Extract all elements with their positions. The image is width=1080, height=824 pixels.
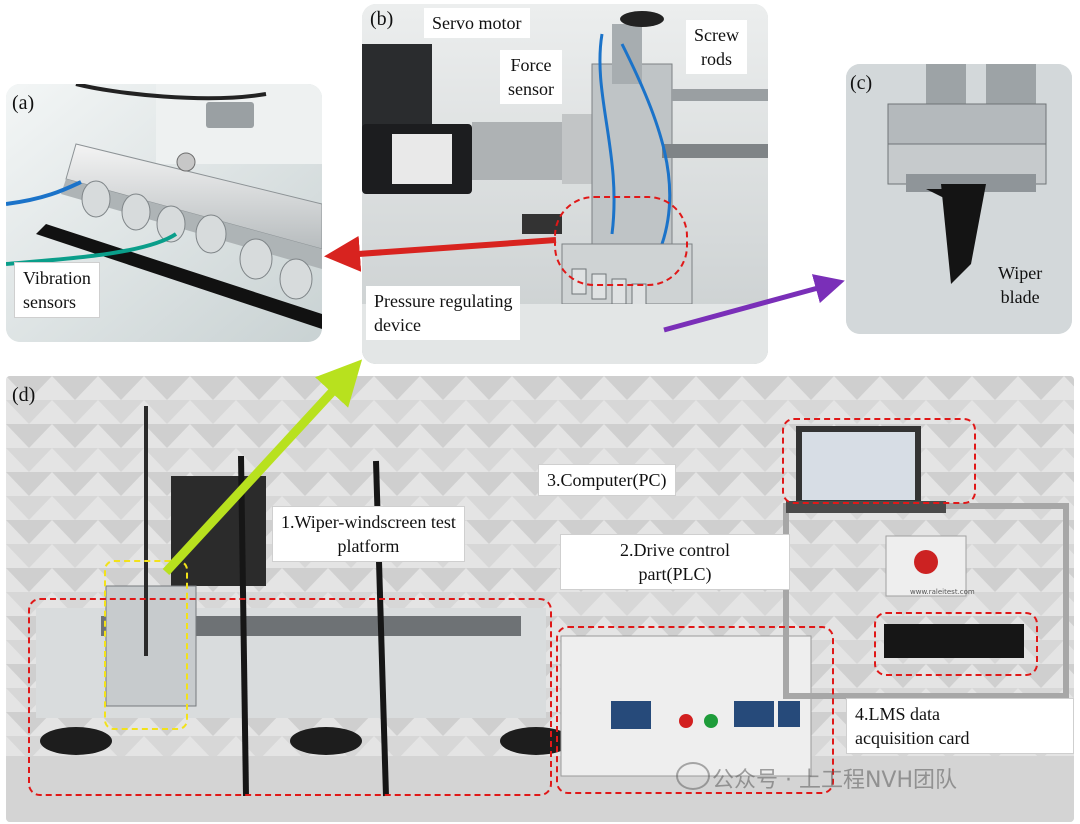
vibration-sensor-scene [6,84,322,342]
website-label: www.raleitest.com [910,588,975,596]
panel-b-label: (b) [370,8,394,30]
vibration-sensors-callout: Vibration sensors [14,262,100,318]
computer-highlight [782,418,976,504]
drive-control-callout: 2.Drive control part(PLC) [560,534,790,590]
panel-c-photo [846,64,1072,334]
servo-motor-callout: Servo motor [424,8,530,38]
panel-a-label: (a) [12,92,35,114]
test-platform-callout: 1.Wiper-windscreen test platform [272,506,465,562]
panel-c-label: (c) [850,72,873,94]
watermark-text: 公众号 · 上工程NVH团队 [712,768,958,793]
panel-a-photo [6,84,322,342]
force-sensor-callout: Force sensor [500,50,562,104]
rig-head-highlight [104,560,188,730]
wiper-blade-closeup [846,64,1072,334]
drive-control-highlight [556,626,834,794]
screw-rods-callout: Screw rods [686,20,747,74]
lms-card-callout: 4.LMS data acquisition card [846,698,1074,754]
wechat-icon [676,762,710,790]
pressure-device-callout: Pressure regulating device [366,286,521,340]
pressure-device-highlight [554,196,688,286]
panel-d-label: (d) [12,384,36,406]
computer-callout: 3.Computer(PC) [538,464,676,496]
test-platform-highlight [28,598,552,796]
wiper-blade-callout: Wiper blade [998,263,1043,307]
lms-card-highlight [874,612,1038,676]
